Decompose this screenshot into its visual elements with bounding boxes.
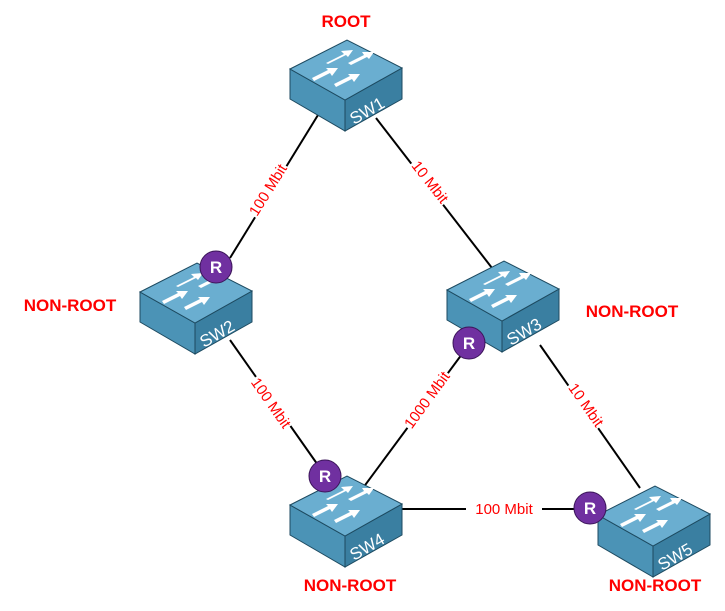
switch-sw4[interactable]: SW4 — [289, 475, 403, 568]
root-port-sw4: R — [308, 459, 342, 493]
root-port-label: R — [210, 258, 222, 277]
switch-icon — [139, 262, 253, 355]
role-label-sw4: NON-ROOT — [304, 576, 397, 595]
switch-icon — [289, 475, 403, 568]
speed-label-sw1-sw2: 100 Mbit — [246, 161, 291, 220]
root-port-sw3: R — [452, 326, 486, 360]
role-label-sw2: NON-ROOT — [24, 296, 117, 315]
speed-label-sw4-sw5: 100 Mbit — [475, 501, 533, 518]
switch-icon — [597, 485, 711, 578]
role-label-sw1: ROOT — [321, 12, 371, 31]
speed-label-sw3-sw4: 1000 Mbit — [401, 368, 454, 432]
speed-label-sw2-sw4: 100 Mbit — [247, 375, 294, 433]
root-port-label: R — [319, 467, 331, 486]
root-port-sw2: R — [199, 250, 233, 284]
role-label-sw5: NON-ROOT — [609, 576, 702, 595]
role-label-sw3: NON-ROOT — [586, 302, 679, 321]
root-port-label: R — [463, 334, 475, 353]
link-speed-labels: 100 Mbit 10 Mbit 100 Mbit 1000 Mbit 10 M… — [243, 155, 610, 518]
switch-sw2[interactable]: SW2 — [139, 262, 253, 355]
root-port-label: R — [584, 499, 596, 518]
switch-sw5[interactable]: SW5 — [597, 485, 711, 578]
switch-icon — [289, 39, 403, 132]
root-port-sw5: R — [573, 491, 607, 525]
switch-sw1[interactable]: SW1 — [289, 39, 403, 132]
speed-label-sw1-sw3: 10 Mbit — [408, 158, 452, 208]
